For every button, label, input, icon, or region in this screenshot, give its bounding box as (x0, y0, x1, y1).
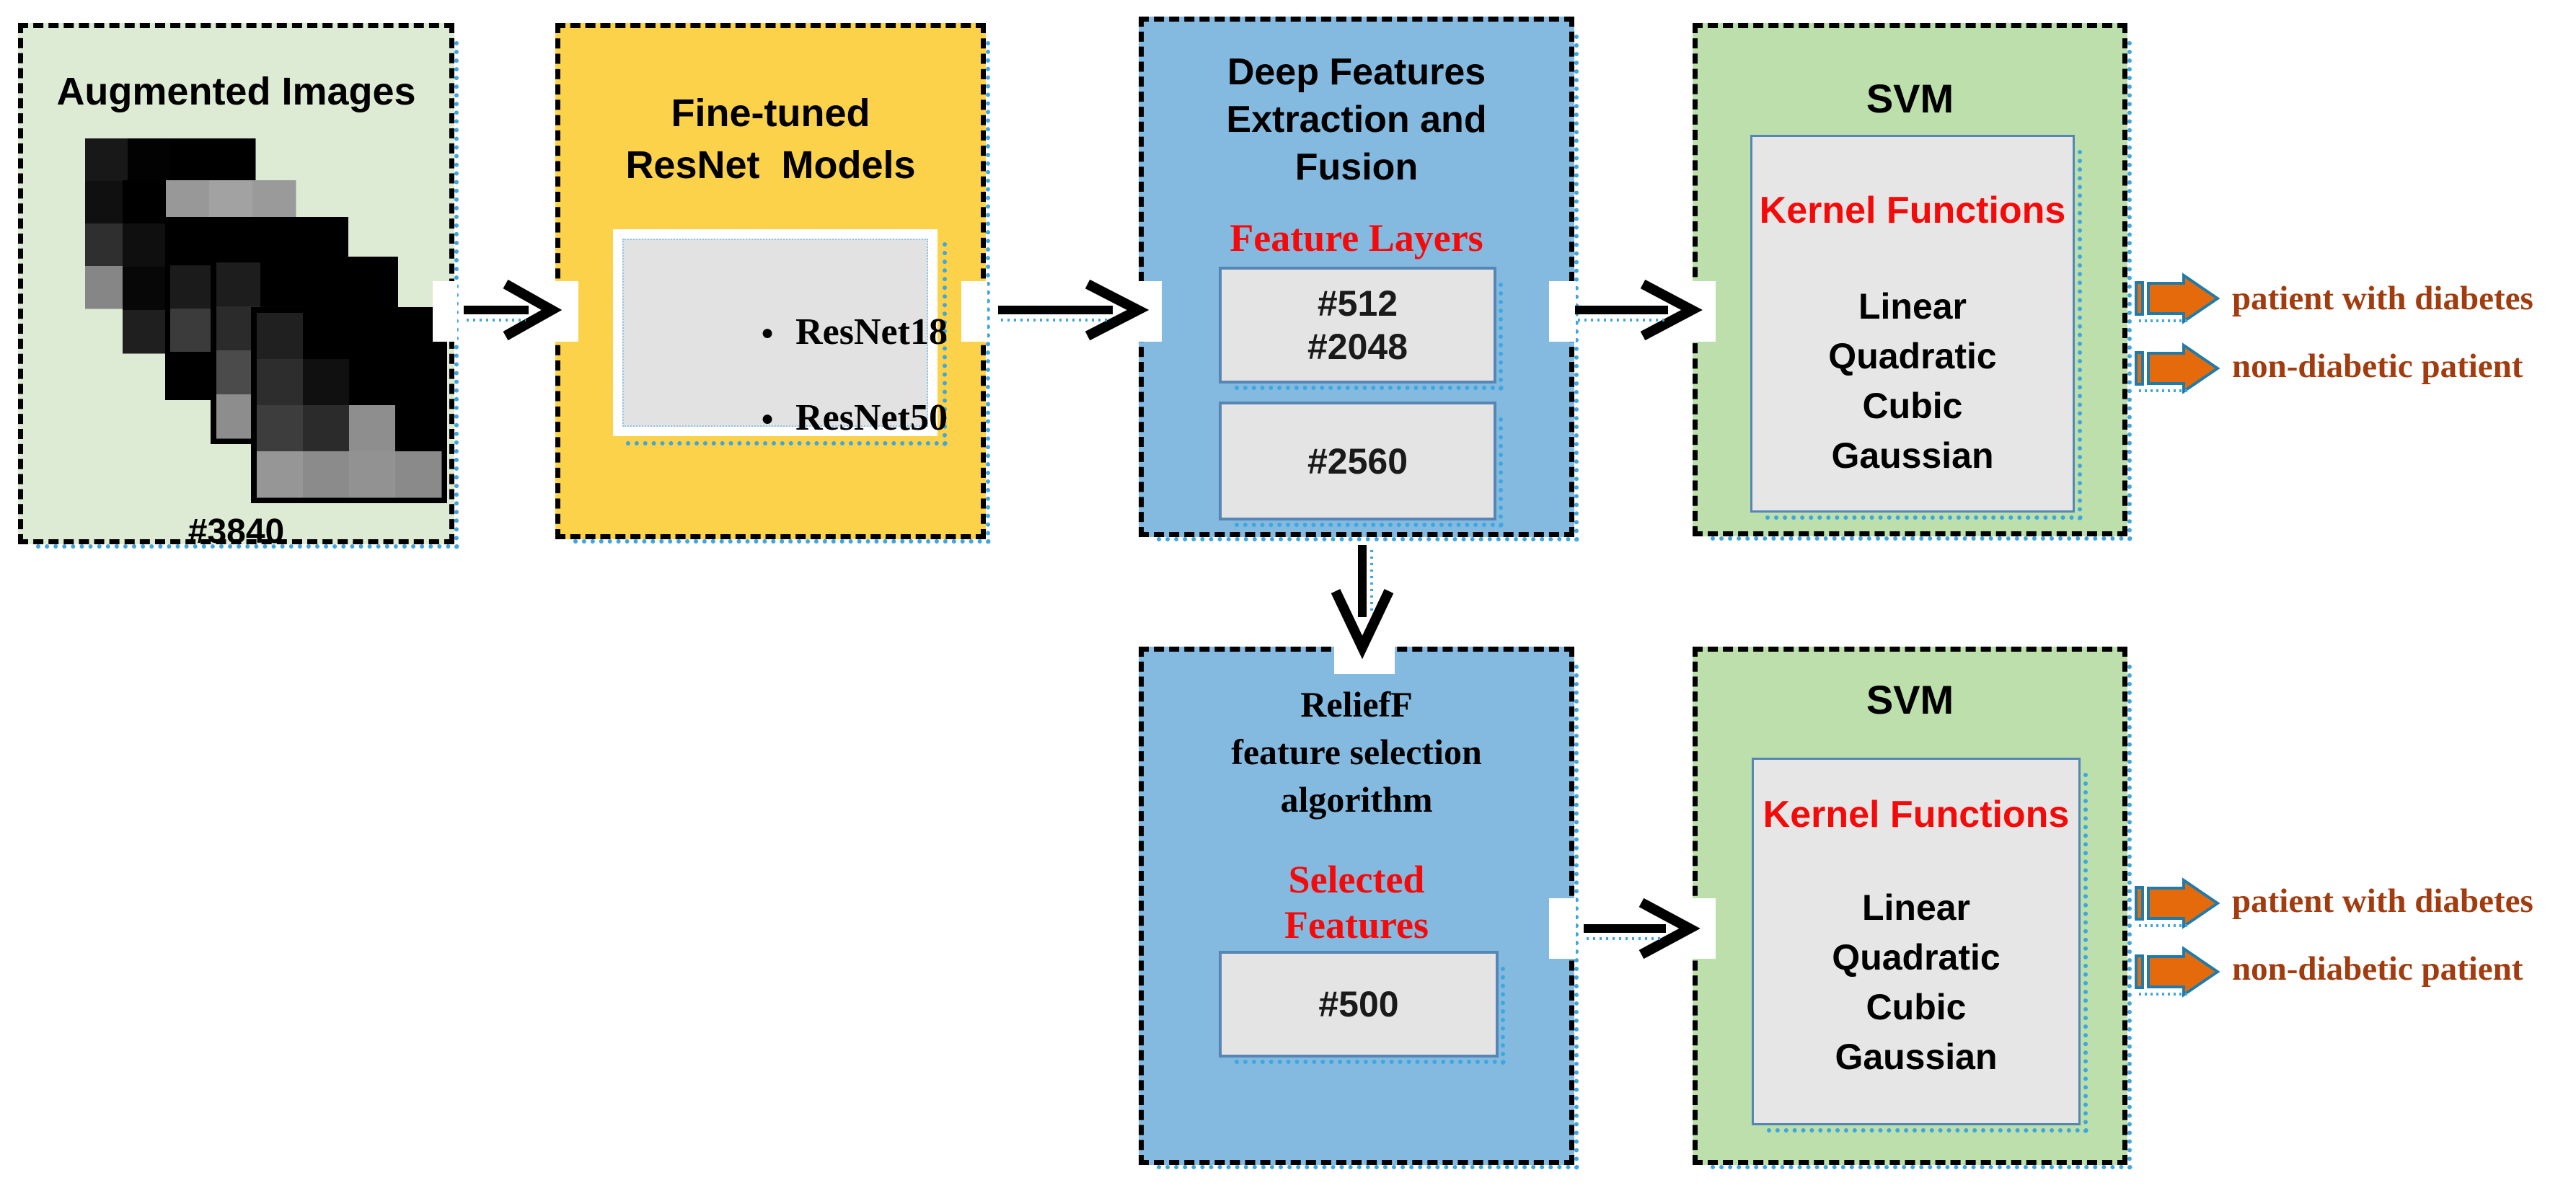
arrow-images-to-models (464, 279, 563, 341)
border-notch (433, 281, 457, 342)
border-notch (961, 281, 987, 342)
border-notch (1549, 898, 1576, 959)
kernel-functions-label: Kernel Functions (1763, 794, 2070, 836)
node-fine-tuned-resnet: Fine-tuned ResNet Models ●ResNet18 ●ResN… (555, 23, 991, 544)
output-arrow-diabetes-top (2135, 272, 2220, 324)
output-label-diabetes-bottom: patient with diabetes (2232, 882, 2533, 920)
resnet-models-panel: ●ResNet18 ●ResNet50 (613, 229, 948, 446)
output-arrow-nondiabetic-bottom (2135, 946, 2220, 998)
arrow-relieff-to-svm (1584, 898, 1701, 960)
arrow-models-to-features (998, 279, 1150, 341)
feature-layer-box-512-2048: #512 #2048 (1219, 267, 1504, 391)
border-notch (1549, 281, 1576, 342)
output-label-nondiabetic-top: non-diabetic patient (2232, 347, 2523, 385)
kernel-functions-label: Kernel Functions (1759, 190, 2066, 231)
kernel-list: Linear Quadratic Cubic Gaussian (1832, 887, 2001, 1077)
svm-top-kernel-panel: Kernel Functions Linear Quadratic Cubic … (1750, 135, 2083, 520)
node-relieff: ReliefF feature selection algorithm Sele… (1139, 647, 1579, 1170)
deep-features-title: Deep Features Extraction and Fusion (1226, 51, 1487, 188)
svm-bottom-title: SVM (1866, 677, 1954, 722)
output-label-nondiabetic-bottom: non-diabetic patient (2232, 950, 2523, 988)
output-arrow-diabetes-bottom (2135, 877, 2220, 929)
list-item-resnet50: ●ResNet50 (667, 353, 948, 438)
bullet-icon: ● (761, 321, 775, 345)
arrow-features-to-relieff (1331, 545, 1394, 660)
kernel-list: Linear Quadratic Cubic Gaussian (1828, 286, 1997, 476)
node-augmented-images: Augmented Images #3840 (18, 23, 459, 551)
list-item-resnet18: ●ResNet18 (667, 267, 948, 353)
arrow-features-to-svm (1575, 279, 1703, 341)
selected-features-label: Selected Features (1284, 858, 1429, 947)
relieff-title: ReliefF feature selection algorithm (1231, 684, 1482, 820)
augmented-images-title: Augmented Images (56, 70, 416, 113)
node-svm-top: SVM Kernel Functions Linear Quadratic Cu… (1693, 23, 2132, 541)
svm-bottom-kernel-panel: Kernel Functions Linear Quadratic Cubic … (1752, 758, 2088, 1133)
output-arrow-nondiabetic-top (2135, 342, 2220, 394)
bullet-icon: ● (761, 407, 775, 430)
output-label-diabetes-top: patient with diabetes (2232, 280, 2533, 317)
selected-features-box-500: #500 (1219, 951, 1506, 1065)
feature-layer-box-2560: #2560 (1219, 402, 1504, 528)
feature-layers-label: Feature Layers (1230, 216, 1483, 260)
augmented-images-thumbnails-icon (85, 138, 447, 503)
augmented-images-count: #3840 (188, 513, 285, 551)
node-deep-features: Deep Features Extraction and Fusion Feat… (1139, 17, 1579, 542)
svm-top-title: SVM (1866, 76, 1954, 121)
fine-tuned-title: Fine-tuned ResNet Models (625, 92, 916, 187)
node-svm-bottom: SVM Kernel Functions Linear Quadratic Cu… (1693, 647, 2132, 1170)
